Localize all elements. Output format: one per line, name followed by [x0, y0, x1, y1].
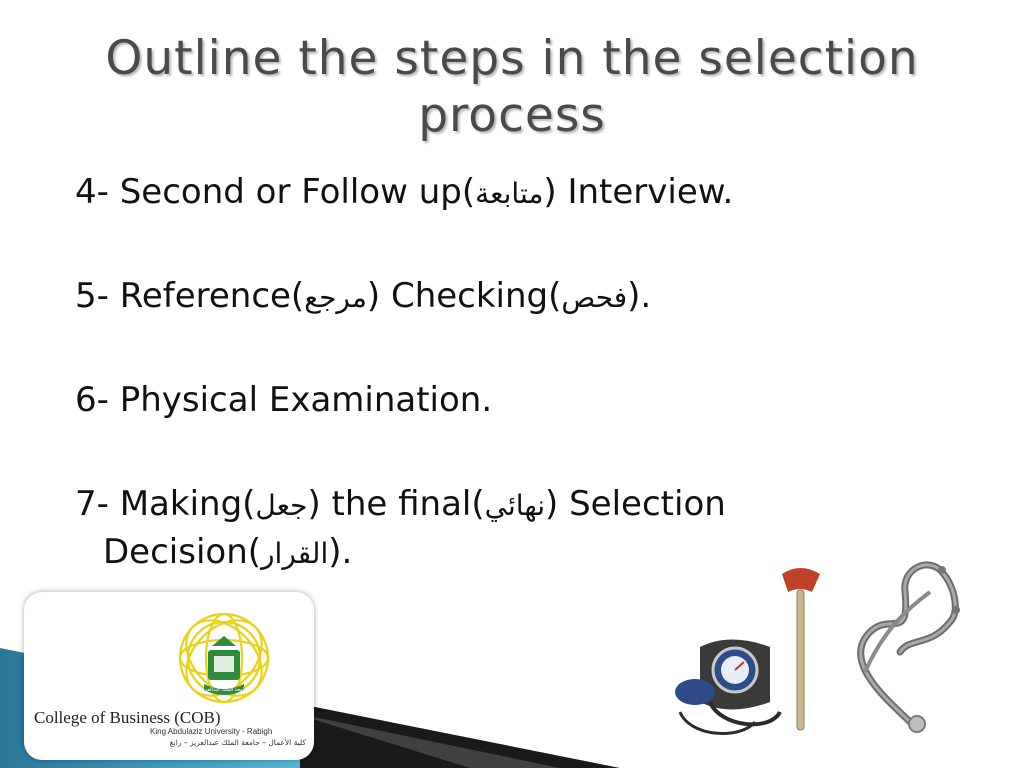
step-number: 6- [75, 380, 109, 420]
arabic-gloss: مرجع [304, 281, 367, 314]
step-text: Reference( [119, 276, 305, 316]
stethoscope-icon [857, 561, 960, 733]
reflex-hammer-icon [782, 568, 820, 731]
step-number: 4- [75, 172, 109, 212]
step-text: Physical Examination. [119, 380, 493, 420]
university-name-arabic: كلية الأعمال – جامعة الملك عبدالعزيز – ر… [169, 738, 306, 747]
arabic-gloss: متابعة [475, 177, 544, 210]
college-logo-card: جامعة الملك عبدالعزيز College of Busines… [24, 592, 314, 760]
university-emblem-icon: جامعة الملك عبدالعزيز [178, 612, 270, 704]
step-6: 6- Physical Examination. [75, 376, 492, 424]
blood-pressure-cuff-icon [675, 639, 782, 735]
step-7-continuation: Decision(القرار). [103, 528, 352, 578]
arabic-gloss: جعل [255, 489, 308, 522]
step-text: ) Interview. [543, 172, 734, 212]
step-text: ). [328, 532, 353, 572]
step-4: 4- Second or Follow up(متابعة) Interview… [75, 168, 733, 218]
step-5: 5- Reference(مرجع) Checking(فحص). [75, 272, 651, 322]
step-text: ) Checking( [366, 276, 562, 316]
svg-text:جامعة الملك عبدالعزيز: جامعة الملك عبدالعزيز [200, 687, 248, 693]
step-text: Decision( [103, 532, 262, 572]
step-text: Making( [119, 484, 256, 524]
medical-instruments-image [675, 561, 960, 735]
step-text: ). [627, 276, 652, 316]
step-7: 7- Making(جعل) the final(نهائي) Selectio… [75, 480, 726, 530]
university-name: King Abdulaziz University - Rabigh [150, 727, 273, 736]
arabic-gloss: نهائي [484, 489, 546, 522]
college-name: College of Business (COB) [34, 708, 221, 727]
step-number: 7- [75, 484, 109, 524]
step-text: ) Selection [545, 484, 726, 524]
step-text: Second or Follow up( [119, 172, 476, 212]
step-number: 5- [75, 276, 109, 316]
step-text: ) the final( [307, 484, 485, 524]
arabic-gloss: القرار [261, 537, 329, 570]
slide-title: Outline the steps in the selection proce… [105, 31, 919, 143]
arabic-gloss: فحص [561, 281, 628, 314]
